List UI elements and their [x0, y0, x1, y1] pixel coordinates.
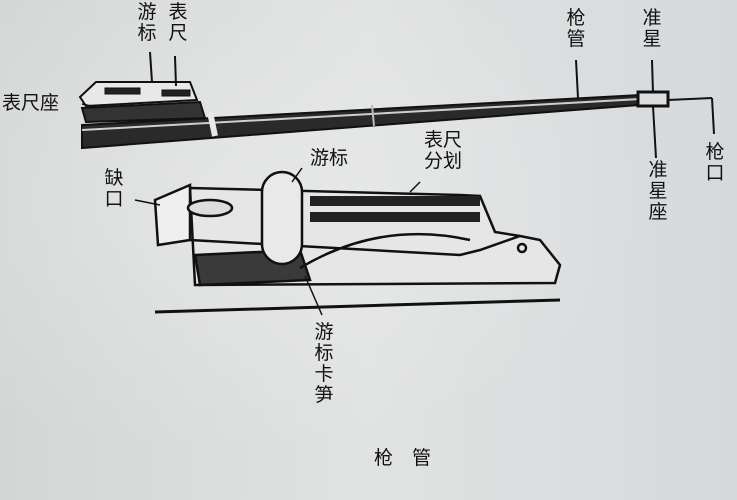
diagram-caption: 枪 管: [374, 447, 432, 469]
label-vernier-latch: 游 标 卡 笋: [314, 321, 334, 406]
label-notch: 缺 口: [104, 167, 124, 210]
label-front-sight-base: 准 星 座: [648, 159, 668, 223]
label-front-sight: 准 星: [642, 7, 662, 50]
label-vernier-detail: 游标: [310, 147, 349, 169]
barrel-drawing: [78, 51, 715, 159]
label-rear-sight-leaf: 表 尺: [168, 1, 188, 44]
label-muzzle: 枪 口: [705, 141, 725, 184]
label-barrel: 枪 管: [566, 7, 586, 50]
label-vernier-top: 游 标: [137, 1, 157, 44]
rear-sight-detail-drawing: [134, 167, 562, 316]
label-rear-sight-base: 表尺座: [2, 92, 60, 114]
label-sight-graduation: 表尺 分划: [424, 129, 463, 172]
